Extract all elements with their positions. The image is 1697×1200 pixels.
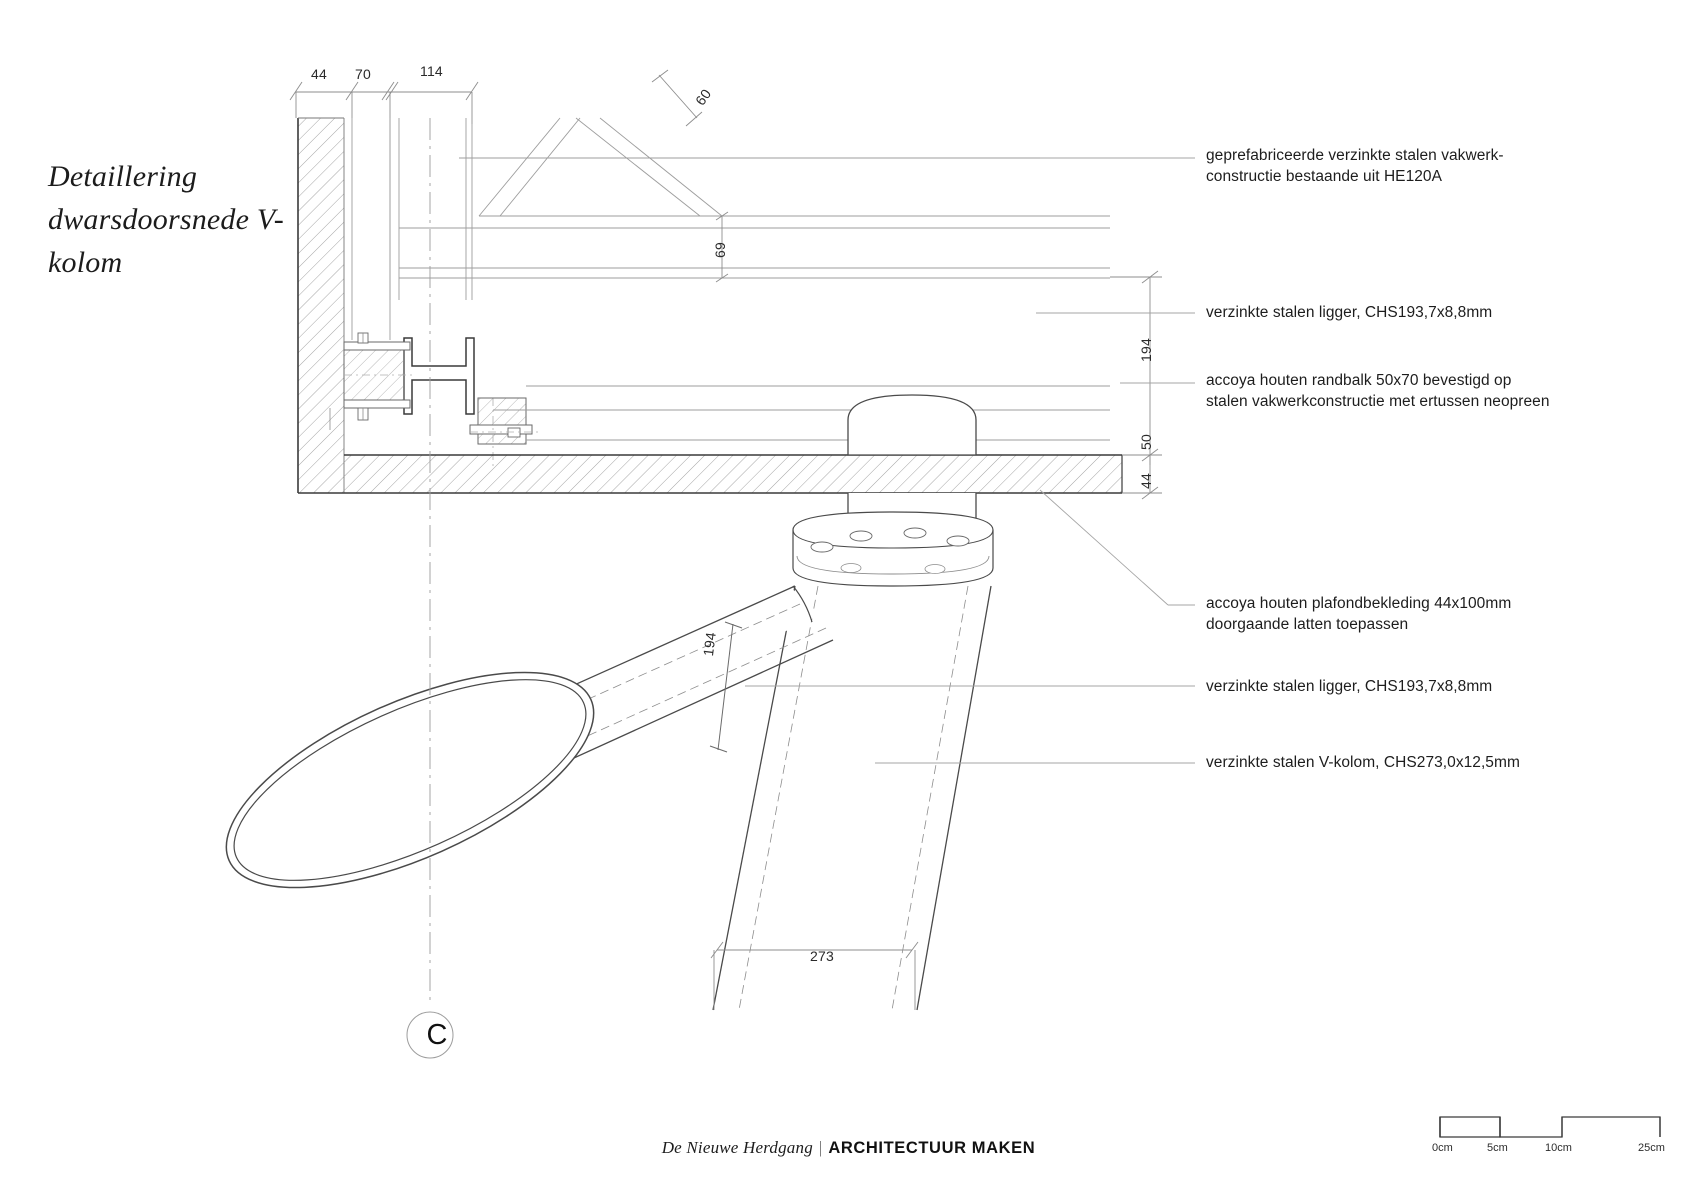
scale-tick-5: 5cm <box>1487 1142 1508 1154</box>
scale-bar-graphic <box>1439 1116 1661 1138</box>
dim-194-right: 194 <box>1138 338 1154 362</box>
interior-vertical-dimension <box>715 211 729 283</box>
v-column-flange-plate <box>792 511 994 587</box>
dimension-line-angled <box>651 69 703 127</box>
scale-tick-0: 0cm <box>1432 1142 1453 1154</box>
scale-tick-10: 10cm <box>1545 1142 1572 1154</box>
right-dimension-chain <box>1110 270 1162 500</box>
beam-top-connector-lines <box>493 385 1110 441</box>
beam-194-dimension <box>709 621 743 753</box>
note-truss: geprefabriceerde verzinkte stalen vakwer… <box>1206 147 1504 185</box>
dim-273-column: 273 <box>810 948 834 964</box>
note-ceiling-cladding: accoya houten plafondbekleding 44x100mm … <box>1206 595 1512 633</box>
footer-separator: | <box>818 1138 823 1157</box>
dim-69-interior: 69 <box>712 242 728 258</box>
dim-194-beam: 194 <box>700 631 719 657</box>
note-v-column: verzinkte stalen V-kolom, CHS273,0x12,5m… <box>1206 754 1520 771</box>
page-title: Detaillering dwarsdoorsnede V-kolom <box>48 160 284 280</box>
section-marker-label: C <box>426 1019 448 1051</box>
v-column-right-leg <box>712 585 992 1011</box>
note-edge-beam: accoya houten randbalk 50x70 bevestigd o… <box>1206 372 1550 410</box>
footer-project-name: De Nieuwe Herdgang <box>661 1138 813 1157</box>
truss-members <box>399 117 1195 279</box>
v-column-left-leg <box>225 582 834 889</box>
column-273-dimension <box>710 941 919 1010</box>
dim-70-top: 70 <box>355 66 371 82</box>
column-head-dome <box>847 394 977 526</box>
footer-office-name: ARCHITECTUUR MAKEN <box>828 1139 1036 1157</box>
footer: De Nieuwe Herdgang | ARCHITECTUUR MAKEN <box>0 1138 1697 1158</box>
edge-beam-block <box>469 397 540 470</box>
scale-tick-25: 25cm <box>1638 1142 1665 1154</box>
column-centerline <box>406 118 454 1059</box>
note-beam-lower: verzinkte stalen ligger, CHS193,7x8,8mm <box>1206 678 1493 695</box>
dim-44-right: 44 <box>1138 473 1154 489</box>
leader-lines <box>745 157 1195 764</box>
ceiling-cladding-slab <box>344 454 1123 494</box>
dim-114-top: 114 <box>420 63 443 79</box>
dim-50-right: 50 <box>1138 434 1154 450</box>
steel-he120a-profile <box>329 332 475 430</box>
dim-44-top: 44 <box>311 66 327 82</box>
wall-assembly <box>297 117 345 494</box>
note-beam-upper: verzinkte stalen ligger, CHS193,7x8,8mm <box>1206 304 1493 321</box>
vertical-grid-lines <box>351 118 473 340</box>
